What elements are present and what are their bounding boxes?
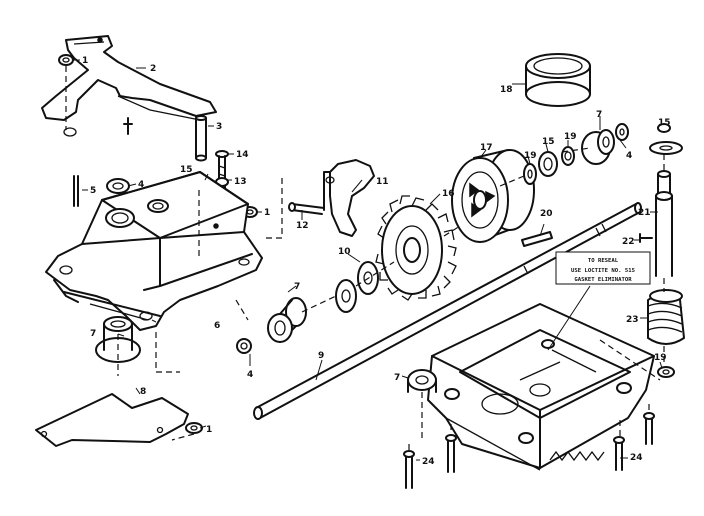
collar-sleeve xyxy=(525,53,591,107)
label-7-lower: 7 xyxy=(394,373,400,383)
label-19-lower: 19 xyxy=(654,353,667,363)
shaft-key xyxy=(521,231,553,247)
label-11: 11 xyxy=(376,177,389,187)
label-19-upper: 19 xyxy=(524,151,537,161)
label-5: 5 xyxy=(90,186,96,196)
label-4-right: 4 xyxy=(626,151,632,161)
shaft-washers xyxy=(335,261,379,313)
clutch-coupling xyxy=(451,149,535,243)
label-13: 13 xyxy=(234,177,247,187)
washer-4 xyxy=(236,338,252,354)
leader-lines xyxy=(72,59,663,461)
label-10: 10 xyxy=(338,247,351,257)
dowel-pin xyxy=(73,175,79,207)
label-1-housing: 1 xyxy=(264,208,270,218)
mounting-bracket xyxy=(41,35,217,137)
label-17: 17 xyxy=(480,143,493,153)
label-3: 3 xyxy=(216,122,222,132)
note-line-3: GASKET ELIMINATOR xyxy=(574,277,632,283)
label-20: 20 xyxy=(540,209,553,219)
label-22: 22 xyxy=(622,237,635,247)
alignment-lines xyxy=(65,66,665,454)
label-15-right: 15 xyxy=(658,118,671,128)
label-19-right: 19 xyxy=(564,132,577,142)
label-6: 6 xyxy=(214,321,220,331)
callout-labels: 1 2 3 14 15 13 4 5 1 6 7 8 1 11 12 16 10… xyxy=(82,56,671,467)
main-shaft xyxy=(253,202,642,420)
label-7-mid: 7 xyxy=(294,282,300,292)
label-2: 2 xyxy=(150,64,156,74)
label-1-top: 1 xyxy=(82,56,88,66)
label-15-left: 15 xyxy=(180,165,193,175)
clutch-small-parts xyxy=(523,123,629,185)
label-21: 21 xyxy=(638,208,651,218)
upper-housing xyxy=(45,171,263,331)
label-4-mid: 4 xyxy=(247,370,253,380)
label-18: 18 xyxy=(500,85,513,95)
spur-gear xyxy=(375,195,457,301)
reseal-note: TO RESEAL USE LOCTITE NO. 515 GASKET ELI… xyxy=(555,251,651,285)
label-14: 14 xyxy=(236,150,249,160)
pin xyxy=(123,115,207,162)
shift-fork xyxy=(323,159,375,237)
label-15-mid: 15 xyxy=(542,137,555,147)
lower-housing xyxy=(427,303,655,471)
label-9: 9 xyxy=(318,351,324,361)
note-line-1: TO RESEAL xyxy=(588,258,619,264)
gasket xyxy=(35,393,189,447)
fork-key xyxy=(288,202,325,215)
label-24-right: 24 xyxy=(630,453,643,463)
label-7-right: 7 xyxy=(596,110,602,120)
label-12: 12 xyxy=(296,221,309,231)
label-1-bottom: 1 xyxy=(206,425,212,435)
label-7-left: 7 xyxy=(90,329,96,339)
label-16: 16 xyxy=(442,189,455,199)
label-23: 23 xyxy=(626,315,639,325)
note-line-2: USE LOCTITE NO. 515 xyxy=(571,268,635,274)
mid-bushing xyxy=(267,297,307,343)
output-shaft-stack xyxy=(639,123,685,378)
lower-bushing xyxy=(407,369,437,393)
bottom-bolts xyxy=(403,412,655,489)
label-4-left: 4 xyxy=(138,180,144,190)
label-8: 8 xyxy=(140,387,146,397)
label-24-left: 24 xyxy=(422,457,435,467)
